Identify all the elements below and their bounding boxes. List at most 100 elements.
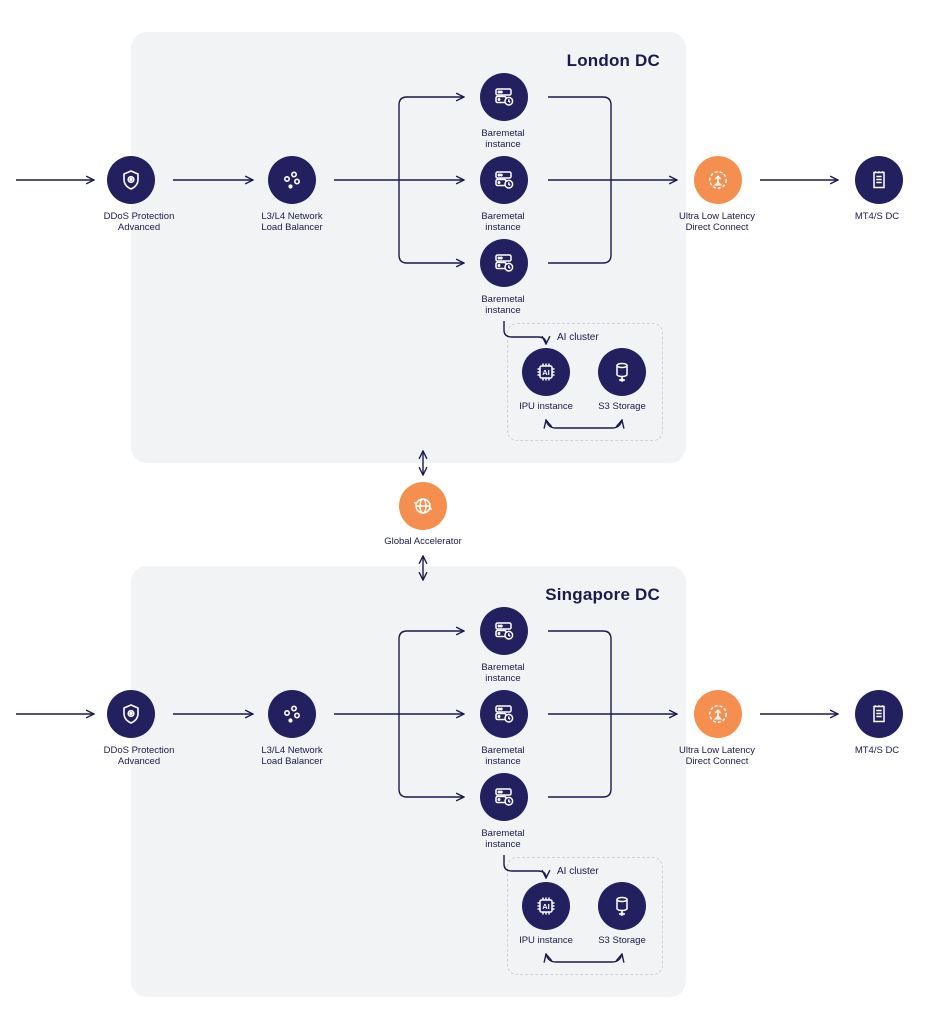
server-clock-icon bbox=[492, 251, 516, 275]
global-accelerator-node bbox=[399, 482, 447, 530]
arrow-ipu-storage bbox=[546, 420, 622, 428]
server-clock-icon bbox=[492, 619, 516, 643]
ddos-protection-node bbox=[107, 156, 155, 204]
s3-storage-label: S3 Storage bbox=[557, 401, 687, 412]
nodes-icon bbox=[280, 702, 304, 726]
upload-circle-icon bbox=[706, 702, 730, 726]
baremetal-label-2-line-2: instance bbox=[485, 222, 521, 233]
svg-text:AI: AI bbox=[542, 902, 550, 911]
arrow-baremetal-to-ipu bbox=[503, 855, 546, 878]
ai-cluster-label: AI cluster bbox=[557, 332, 599, 343]
s3-storage-label: S3 Storage bbox=[557, 935, 687, 946]
direct-connect-label-line-1: Ultra Low Latency bbox=[678, 211, 756, 222]
baremetal-label-1-line-1: Baremetal bbox=[481, 128, 525, 139]
shield-icon bbox=[119, 168, 143, 192]
baremetal-node-2 bbox=[480, 156, 528, 204]
baremetal-label-1-line-1: Baremetal bbox=[481, 662, 525, 673]
destination-dc-label: MT4/S DC bbox=[812, 211, 942, 222]
ai-cluster-group: AI cluster bbox=[507, 857, 663, 975]
server-clock-icon bbox=[492, 85, 516, 109]
database-icon bbox=[610, 360, 634, 384]
baremetal-node-1 bbox=[480, 73, 528, 121]
baremetal-label-3-line-2: instance bbox=[485, 305, 521, 316]
ipu-instance-node: AI bbox=[522, 348, 570, 396]
ipu-instance-label-line-1: IPU instance bbox=[519, 401, 573, 412]
baremetal-node-3 bbox=[480, 239, 528, 287]
load-balancer-label-line-1: L3/L4 Network bbox=[261, 211, 323, 222]
destination-dc-node bbox=[855, 690, 903, 738]
region-panel-1: London DC AI cluster bbox=[131, 32, 686, 463]
document-stack-icon bbox=[867, 168, 891, 192]
destination-dc-node bbox=[855, 156, 903, 204]
s3-storage-node bbox=[598, 348, 646, 396]
ai-chip-icon: AI bbox=[534, 894, 558, 918]
region-title: London DC bbox=[566, 51, 660, 70]
s3-storage-node bbox=[598, 882, 646, 930]
destination-dc-label-line-1: MT4/S DC bbox=[854, 211, 900, 222]
ddos-protection-node bbox=[107, 690, 155, 738]
destination-dc-label-line-1: MT4/S DC bbox=[854, 745, 900, 756]
direct-connect-label-line-1: Ultra Low Latency bbox=[678, 745, 756, 756]
shield-icon bbox=[119, 702, 143, 726]
ipu-instance-label-line-1: IPU instance bbox=[519, 935, 573, 946]
ddos-protection-label-line-1: DDoS Protection bbox=[103, 211, 175, 222]
baremetal-label-2-line-2: instance bbox=[485, 756, 521, 767]
baremetal-label-1-line-2: instance bbox=[485, 139, 521, 150]
ai-chip-icon: AI bbox=[534, 360, 558, 384]
arrow-ipu-storage bbox=[546, 954, 622, 962]
s3-storage-label-line-1: S3 Storage bbox=[598, 401, 646, 412]
ddos-protection-label-line-2: Advanced bbox=[117, 756, 161, 767]
arrow-lb-to-baremetal-1 bbox=[398, 97, 464, 180]
arrow-lb-to-baremetal-3 bbox=[398, 714, 464, 797]
nodes-icon bbox=[280, 168, 304, 192]
server-clock-icon bbox=[492, 785, 516, 809]
baremetal-label-3-line-1: Baremetal bbox=[481, 294, 525, 305]
document-stack-icon bbox=[867, 702, 891, 726]
arrow-lb-to-baremetal-3 bbox=[398, 180, 464, 263]
baremetal-label-3-line-1: Baremetal bbox=[481, 828, 525, 839]
load-balancer-node bbox=[268, 156, 316, 204]
baremetal-label-2-line-1: Baremetal bbox=[481, 211, 525, 222]
ipu-instance-node: AI bbox=[522, 882, 570, 930]
ddos-protection-label-line-1: DDoS Protection bbox=[103, 745, 175, 756]
direct-connect-label-line-2: Direct Connect bbox=[685, 756, 749, 767]
upload-circle-icon bbox=[706, 168, 730, 192]
baremetal-label-3-line-2: instance bbox=[485, 839, 521, 850]
load-balancer-label-line-2: Load Balancer bbox=[261, 222, 323, 233]
ipu-instance-label: IPU instance bbox=[481, 935, 611, 946]
svg-text:AI: AI bbox=[542, 368, 550, 377]
ddos-protection-label-line-2: Advanced bbox=[117, 222, 161, 233]
database-icon bbox=[610, 894, 634, 918]
globe-icon bbox=[411, 494, 435, 518]
ai-cluster-group: AI cluster bbox=[507, 323, 663, 441]
s3-storage-label-line-1: S3 Storage bbox=[598, 935, 646, 946]
destination-dc-label: MT4/S DC bbox=[812, 745, 942, 756]
baremetal-node-1 bbox=[480, 607, 528, 655]
ipu-instance-label: IPU instance bbox=[481, 401, 611, 412]
arrow-lb-to-baremetal-1 bbox=[398, 631, 464, 714]
baremetal-label-1-line-2: instance bbox=[485, 673, 521, 684]
baremetal-node-3 bbox=[480, 773, 528, 821]
baremetal-label-2-line-1: Baremetal bbox=[481, 745, 525, 756]
global-accelerator-label-line-1: Global Accelerator bbox=[384, 536, 462, 547]
arrow-baremetal-to-ipu bbox=[503, 321, 546, 344]
direct-connect-label-line-2: Direct Connect bbox=[685, 222, 749, 233]
baremetal-node-2 bbox=[480, 690, 528, 738]
load-balancer-node bbox=[268, 690, 316, 738]
direct-connect-node bbox=[694, 156, 742, 204]
load-balancer-label-line-1: L3/L4 Network bbox=[261, 745, 323, 756]
